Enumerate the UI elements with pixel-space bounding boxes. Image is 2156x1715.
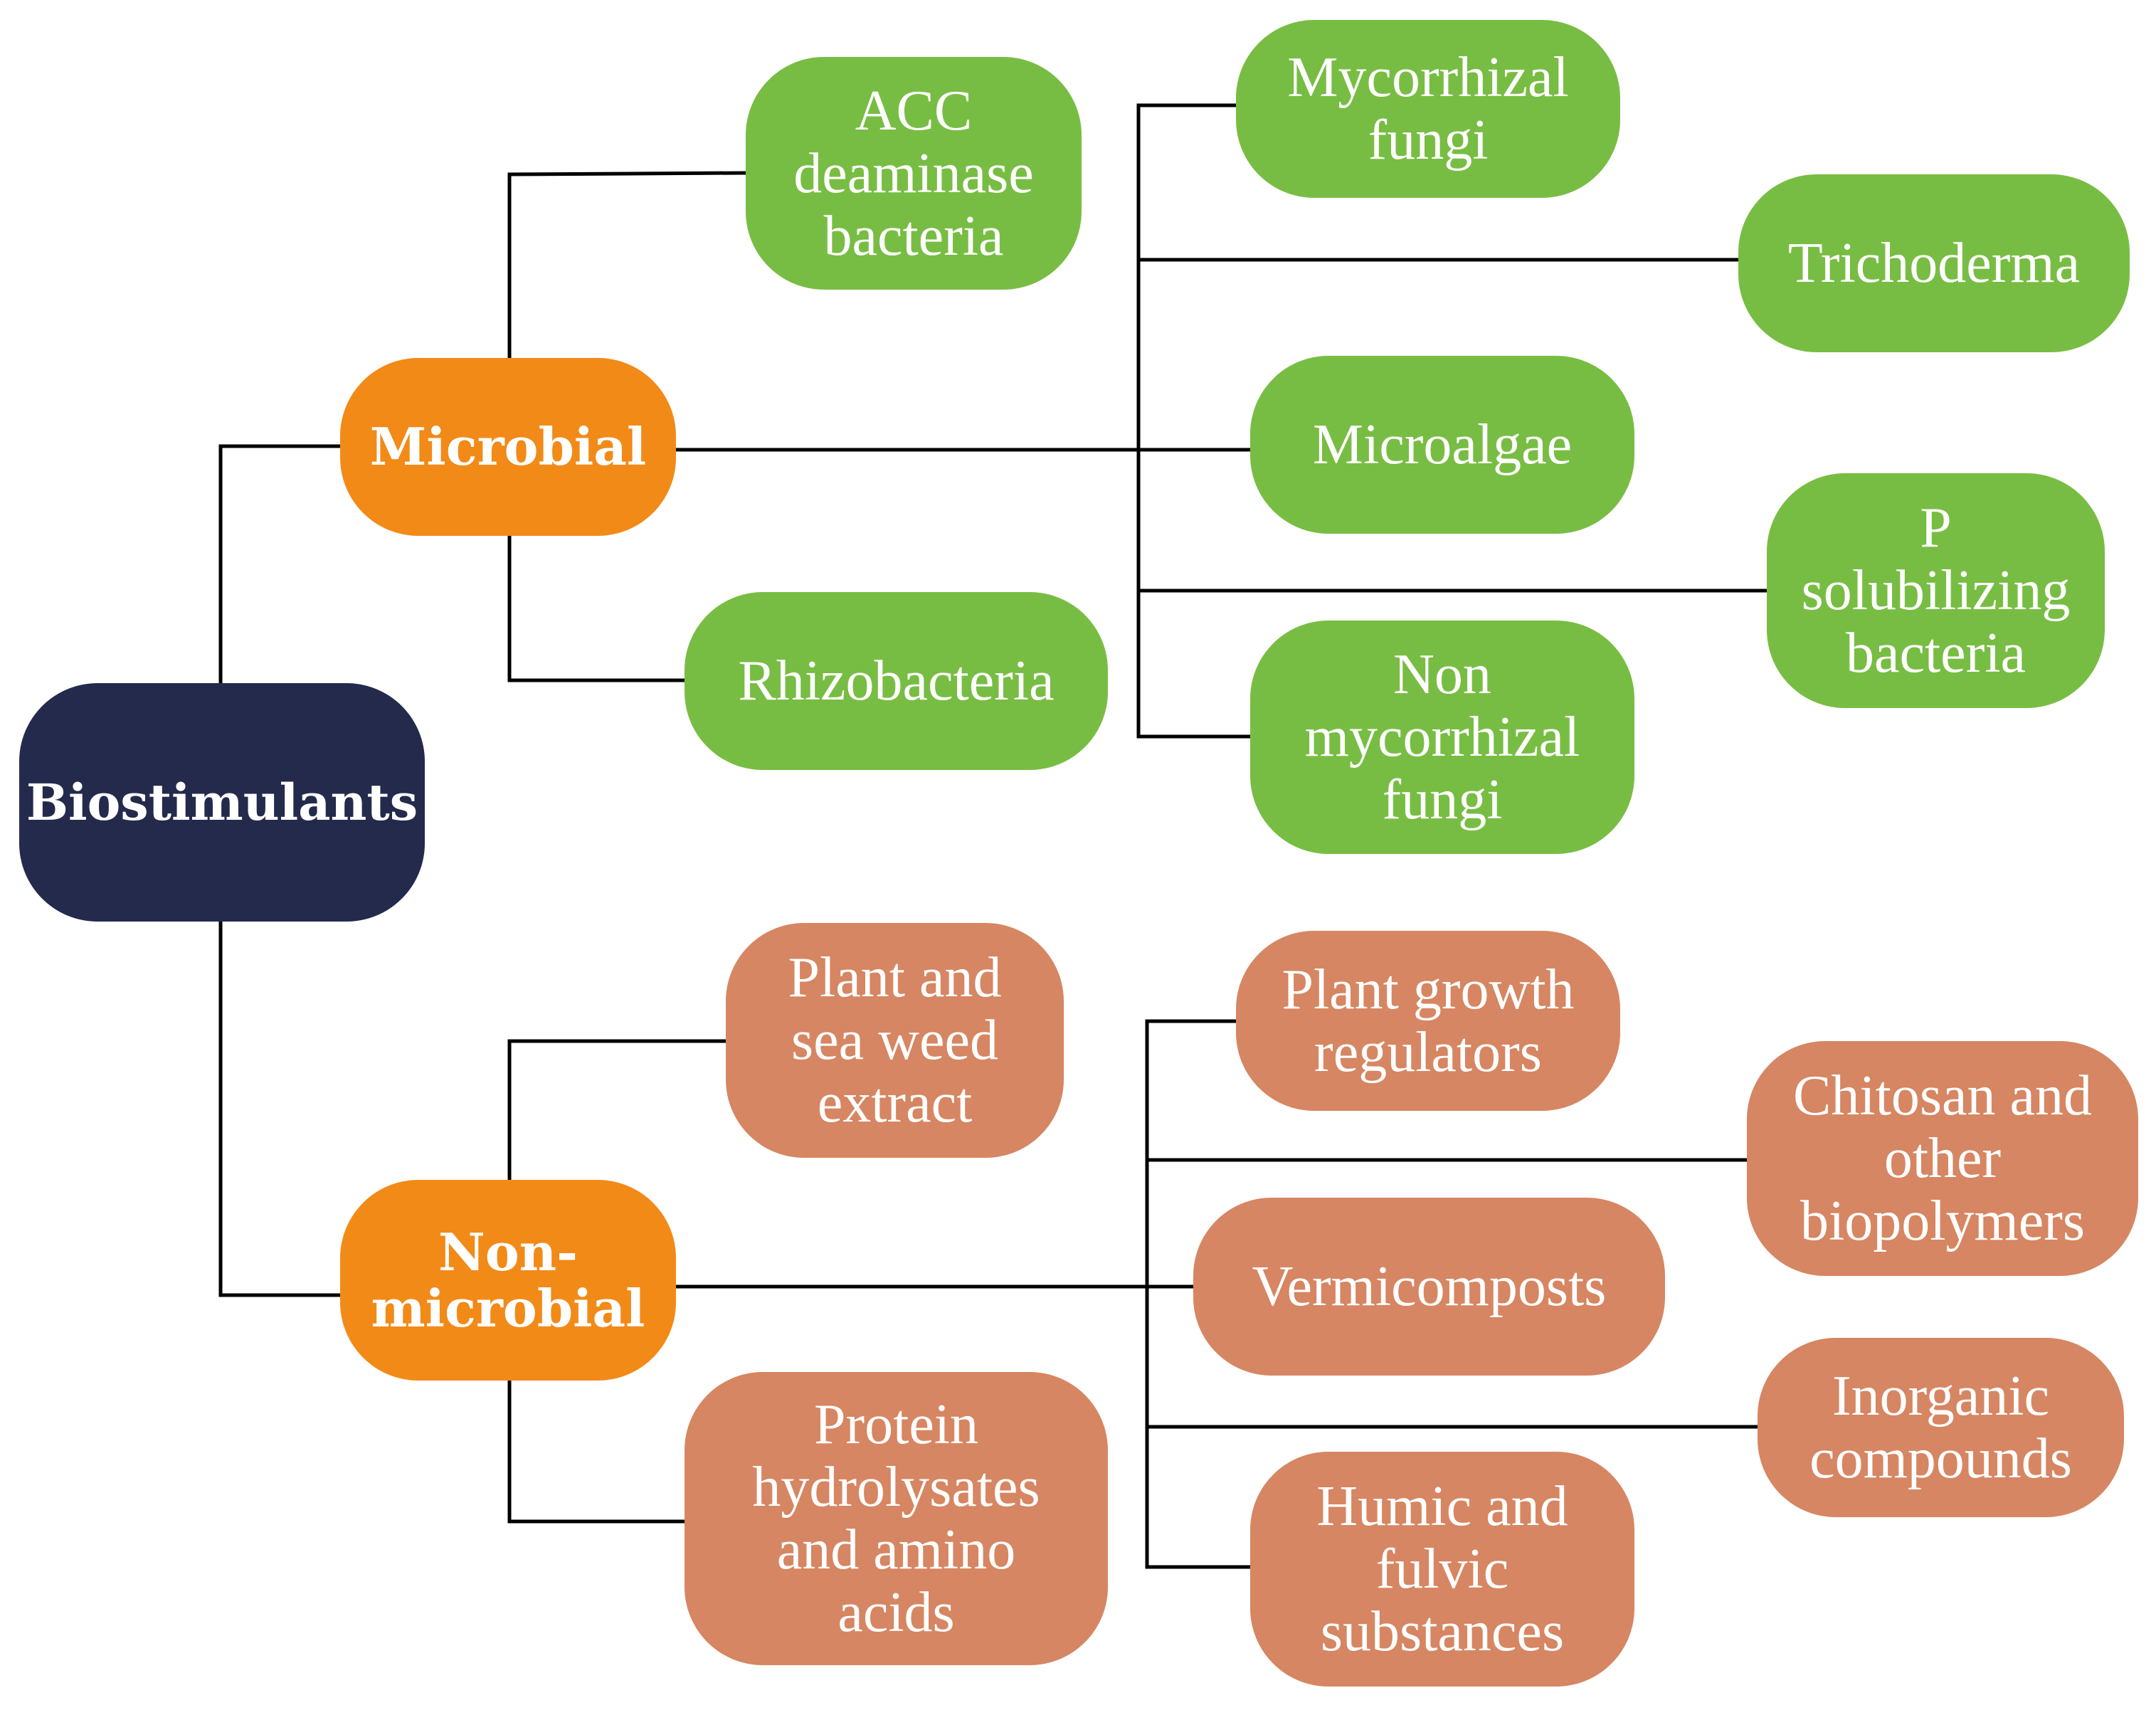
label-trichoderma: Trichoderma bbox=[1787, 232, 2081, 295]
connector-microbial-rhizobacteria bbox=[507, 533, 687, 682]
label-non-mycorrhizal-fungi: Non mycorrhizal fungi bbox=[1304, 643, 1580, 831]
connector-nonmicrobial-protein bbox=[507, 1378, 687, 1524]
label-microalgae: Microalgae bbox=[1312, 413, 1573, 476]
connector-root-nonmicrobial bbox=[218, 919, 342, 1297]
label-chitosan-biopolymers: Chitosan and other biopolymers bbox=[1793, 1065, 2092, 1252]
node-chitosan-biopolymers: Chitosan and other biopolymers bbox=[1747, 1041, 2138, 1276]
label-inorganic-compounds: Inorganic compounds bbox=[1809, 1365, 2072, 1490]
node-trichoderma: Trichoderma bbox=[1738, 174, 2130, 352]
node-rhizobacteria: Rhizobacteria bbox=[685, 592, 1108, 770]
node-vermicomposts: Vermicomposts bbox=[1193, 1198, 1665, 1376]
connector-root-microbial bbox=[218, 444, 342, 685]
node-p-solubilizing-bacteria: P solubilizing bacteria bbox=[1767, 473, 2105, 708]
category-label-microbial: Microbial bbox=[369, 416, 647, 477]
root-label: Biostimulants bbox=[26, 773, 418, 832]
category-node-non-microbial: Non- microbial bbox=[340, 1180, 676, 1381]
category-node-microbial: Microbial bbox=[340, 358, 676, 536]
label-acc-deaminase-bacteria: ACC deaminase bacteria bbox=[793, 79, 1034, 268]
label-rhizobacteria: Rhizobacteria bbox=[738, 650, 1055, 712]
label-protein-hydrolysates: Protein hydrolysates and amino acids bbox=[752, 1393, 1040, 1644]
label-plant-and-seaweed-extract: Plant and sea weed extract bbox=[788, 946, 1002, 1134]
node-mycorrhizal-fungi: Mycorrhizal fungi bbox=[1236, 20, 1620, 198]
node-humic-fulvic-substances: Humic and fulvic substances bbox=[1250, 1452, 1634, 1687]
category-label-non-microbial: Non- microbial bbox=[371, 1221, 645, 1339]
connector-nonmicrobial-plantseaweed bbox=[507, 1039, 728, 1182]
node-protein-hydrolysates: Protein hydrolysates and amino acids bbox=[685, 1372, 1108, 1665]
label-humic-fulvic-substances: Humic and fulvic substances bbox=[1316, 1475, 1568, 1663]
label-p-solubilizing-bacteria: P solubilizing bacteria bbox=[1801, 497, 2071, 685]
connector-microbial-acc bbox=[507, 171, 748, 360]
node-acc-deaminase-bacteria: ACC deaminase bacteria bbox=[746, 57, 1082, 290]
node-plant-growth-regulators: Plant growth regulators bbox=[1236, 931, 1620, 1111]
node-microalgae: Microalgae bbox=[1250, 356, 1634, 534]
label-mycorrhizal-fungi: Mycorrhizal fungi bbox=[1287, 46, 1569, 172]
node-inorganic-compounds: Inorganic compounds bbox=[1758, 1338, 2124, 1517]
node-non-mycorrhizal-fungi: Non mycorrhizal fungi bbox=[1250, 621, 1634, 854]
label-vermicomposts: Vermicomposts bbox=[1252, 1255, 1607, 1318]
node-plant-and-seaweed-extract: Plant and sea weed extract bbox=[726, 923, 1064, 1158]
label-plant-growth-regulators: Plant growth regulators bbox=[1282, 958, 1575, 1084]
root-node-biostimulants: Biostimulants bbox=[19, 683, 425, 922]
